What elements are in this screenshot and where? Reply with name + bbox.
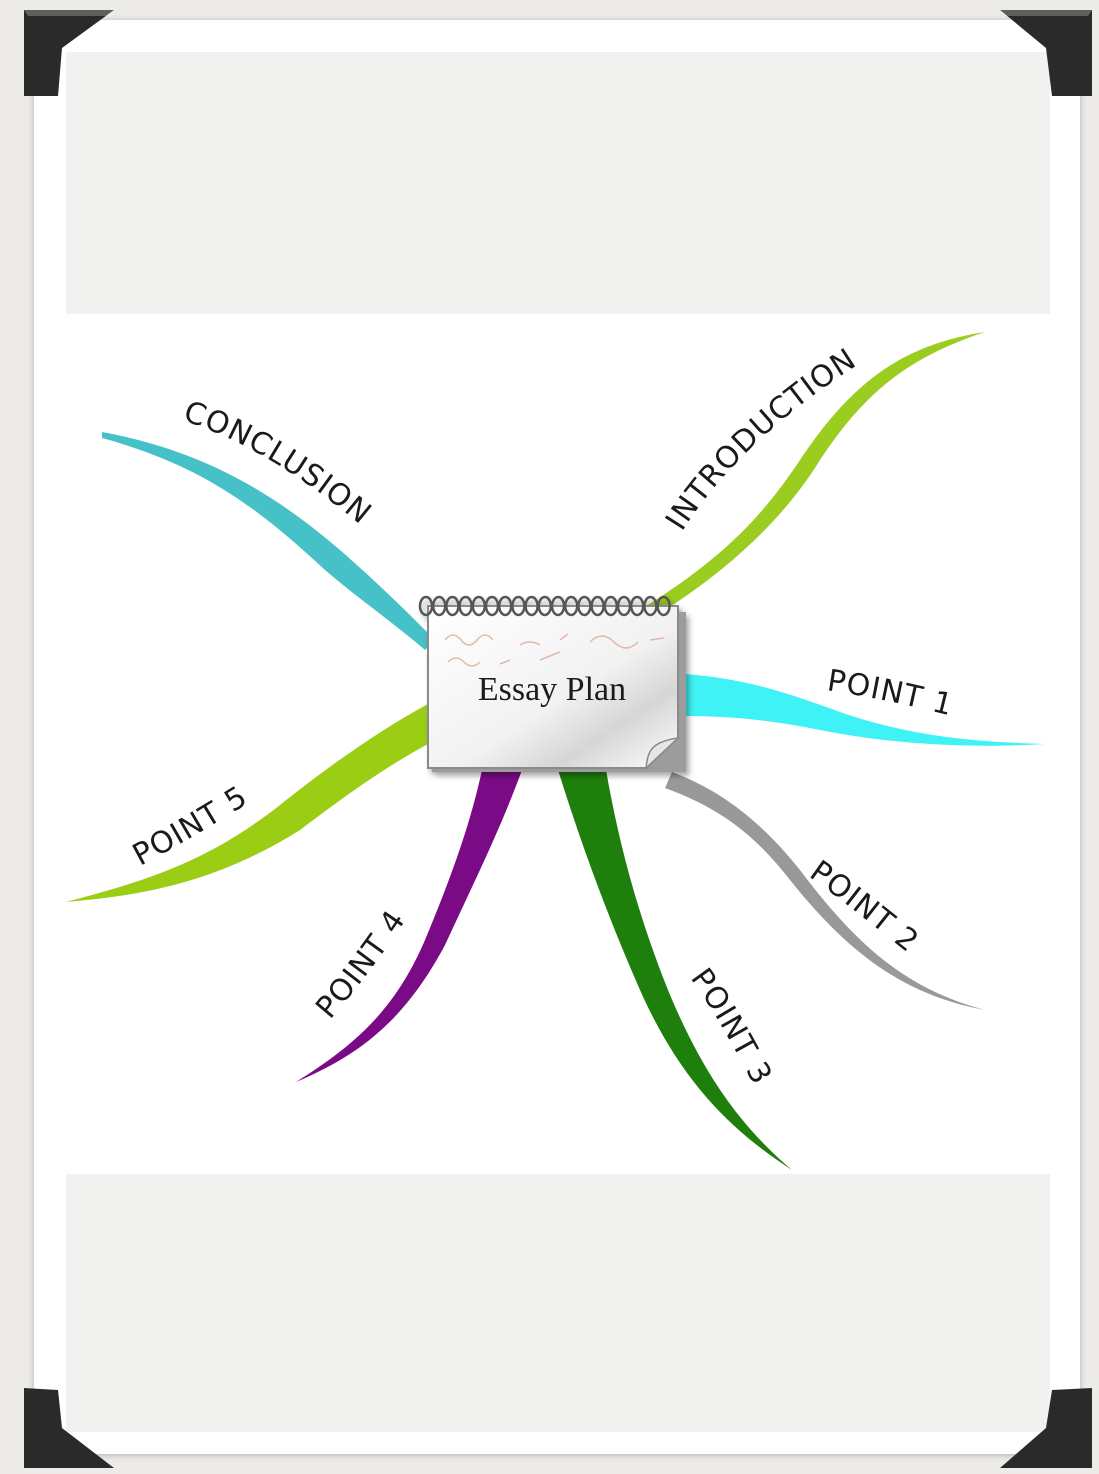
branch-point-4 [296, 770, 522, 1082]
notepad-page-curl [644, 736, 681, 770]
branch-point-3 [558, 770, 792, 1170]
branch-point-2-shape [665, 772, 985, 1010]
branch-point-1-shape [684, 674, 1045, 746]
corner-mount-bottom-right [1000, 1388, 1092, 1468]
notepad-scribbles [444, 633, 665, 667]
corner-mount-top-right [1000, 10, 1092, 96]
central-notepad: Essay Plan [418, 595, 686, 772]
branch-point-4-shape [296, 770, 522, 1082]
central-topic-title: Essay Plan [478, 671, 626, 708]
spiral-ring [656, 595, 671, 617]
branch-point-3-shape [558, 770, 792, 1170]
notepad-spiral-binding [418, 595, 671, 617]
branch-conclusion [102, 432, 435, 650]
corner-mount-bottom-left [24, 1388, 114, 1468]
branch-conclusion-shape [102, 432, 435, 650]
corner-mount-top-left [24, 10, 114, 96]
branch-point-2 [665, 772, 985, 1010]
branch-point-1 [684, 674, 1045, 746]
